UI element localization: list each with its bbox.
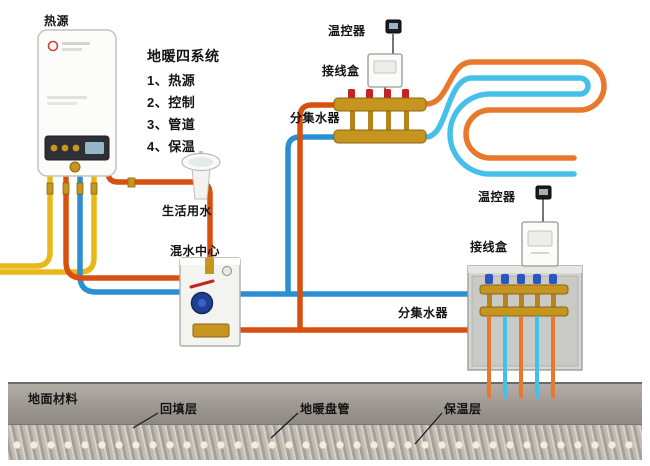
manifold-top (333, 89, 427, 144)
manifold-right-label: 分集水器 (398, 306, 449, 320)
thermostat-screen (539, 189, 548, 195)
thermostat-right-icon (535, 185, 552, 200)
floor-material-label: 地面材料 (28, 392, 79, 406)
manifold-bar-supply (479, 284, 569, 295)
manifold-handle (549, 274, 557, 284)
junction-box-cover (527, 230, 553, 247)
hot-pipe-boiler-to-mixer (63, 169, 203, 281)
manifold-stub (368, 111, 373, 130)
manifold-stub (519, 294, 524, 307)
legend-item-4: 4、保温 (147, 139, 196, 154)
domestic-water-label: 生活用水 (162, 204, 213, 218)
mixing-inlet-fitting (205, 258, 214, 274)
valve (90, 182, 98, 195)
manifold-valve-cap (366, 89, 373, 99)
legend-item-1: 1、热源 (147, 73, 196, 88)
junction-box-top (367, 53, 403, 88)
heat-source-label: 热源 (44, 14, 70, 28)
valve (62, 182, 70, 195)
manifold-stub (535, 294, 540, 307)
manifold-valve-cap (348, 89, 355, 99)
manifold-handle (485, 274, 493, 284)
cabinet-bevel (468, 266, 582, 273)
thermostat-screen (389, 23, 398, 29)
junction-box-right (521, 221, 559, 267)
loop-pipes-hot (487, 316, 555, 398)
sink-icon (181, 151, 221, 200)
leader-insulation (414, 412, 443, 445)
boiler-knob (72, 144, 80, 152)
leader-coil-layer (270, 412, 299, 439)
legend-title: 地暖四系统 (147, 48, 220, 64)
boiler-knob (61, 144, 69, 152)
boiler-knob (50, 144, 58, 152)
junction-top-label: 接线盒 (322, 64, 360, 78)
legend-item-3: 3、管道 (147, 117, 196, 132)
boiler-text-line (62, 42, 90, 45)
boiler-text-line (62, 48, 82, 51)
boiler (37, 29, 117, 177)
boiler-valves (46, 177, 136, 195)
valve (46, 182, 54, 195)
backfill-label: 回填层 (160, 402, 198, 416)
manifold-bar-return (333, 129, 427, 144)
loop-pipes-cold (503, 316, 539, 398)
manifold-valve-cap (384, 89, 391, 99)
mixing-manifold-block (192, 323, 230, 338)
manifold-handle (533, 274, 541, 284)
junction-right-label: 接线盒 (470, 240, 508, 254)
boiler-text-line (47, 102, 77, 105)
manifold-bar-supply (333, 97, 427, 112)
manifold-handle (517, 274, 525, 284)
mixing-pump-cap (198, 299, 206, 307)
manifold-stub (503, 294, 508, 307)
cold-riser (285, 134, 339, 297)
heating-pipe-row (8, 438, 642, 453)
coil-supply-pipe (423, 59, 607, 161)
manifold-stub (404, 111, 409, 130)
thermostat-right-label: 温控器 (478, 190, 516, 204)
mixing-center-unit (179, 257, 241, 347)
boiler-pump-cap (69, 161, 81, 173)
thermostat-top-icon (385, 19, 402, 34)
manifold-handle (501, 274, 509, 284)
valve (76, 182, 84, 195)
valve (127, 177, 136, 188)
legend-item-2: 2、控制 (147, 95, 196, 110)
manifold-stub (350, 111, 355, 130)
manifold-right-cabinet (467, 265, 583, 398)
floor-label-leaders (132, 412, 443, 445)
manifold-stub (386, 111, 391, 130)
coil-return-pipe (423, 75, 591, 177)
leader-backfill (132, 412, 159, 429)
manifold-valve-cap (402, 89, 409, 99)
manifold-stub (551, 294, 556, 307)
boiler-logo (47, 40, 59, 52)
thermostat-top-label: 温控器 (328, 24, 366, 38)
cold-pipes (77, 134, 477, 297)
manifold-stub (487, 294, 492, 307)
manifold-top-label: 分集水器 (290, 111, 341, 125)
mixing-valve-lever (189, 279, 215, 289)
sink-bowl (188, 157, 214, 167)
mixing-gauge (222, 266, 232, 276)
gas-pipe-1 (0, 169, 53, 269)
boiler-text-line (47, 96, 87, 99)
insulation-label: 保温层 (444, 402, 482, 416)
sink-pedestal (191, 167, 211, 200)
junction-box-cover (373, 60, 397, 74)
coil-layer-label: 地暖盘管 (300, 402, 351, 416)
hot-riser (297, 102, 339, 333)
boiler-display (85, 142, 104, 154)
mixing-center-label: 混水中心 (170, 244, 221, 258)
manifold-bar-return (479, 306, 569, 317)
